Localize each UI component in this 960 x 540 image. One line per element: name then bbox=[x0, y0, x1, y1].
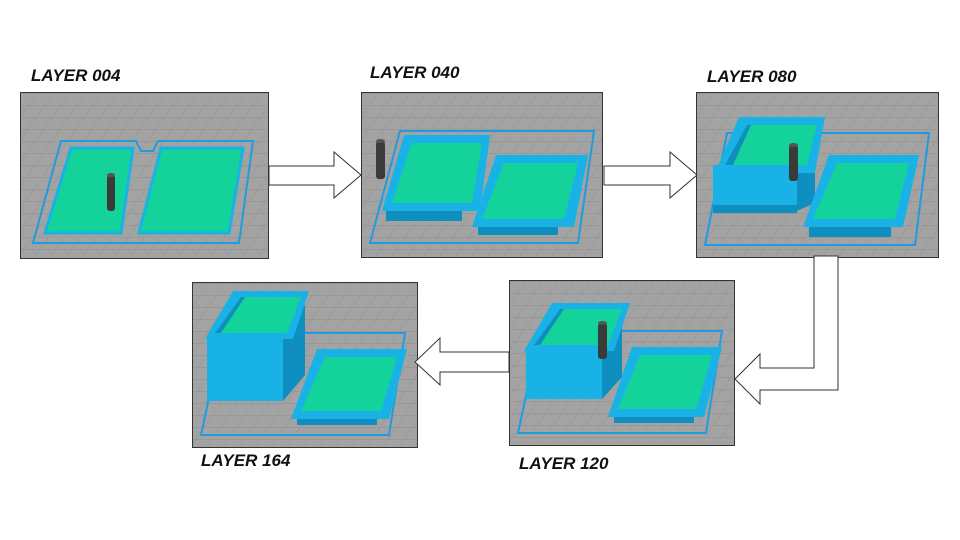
layer-080-preview bbox=[696, 92, 939, 258]
nozzle-icon bbox=[376, 139, 385, 179]
nozzle-icon bbox=[789, 143, 798, 181]
layer-label-040: LAYER 040 bbox=[370, 63, 460, 82]
arrow-right-icon bbox=[603, 150, 698, 200]
layer-120-preview bbox=[509, 280, 735, 446]
layer-164-preview bbox=[192, 282, 418, 448]
layer-label-164: LAYER 164 bbox=[201, 451, 291, 470]
nozzle-icon bbox=[598, 321, 607, 359]
layer-label-080: LAYER 080 bbox=[707, 67, 797, 86]
layer-040-preview bbox=[361, 92, 603, 258]
arrow-bent-left-icon bbox=[734, 255, 839, 406]
layer-004-preview bbox=[20, 92, 269, 259]
nozzle-icon bbox=[107, 173, 115, 211]
arrow-right-icon bbox=[268, 150, 362, 200]
layer-label-004: LAYER 004 bbox=[31, 66, 121, 85]
arrow-left-icon bbox=[414, 336, 510, 387]
layer-label-120: LAYER 120 bbox=[519, 454, 609, 473]
